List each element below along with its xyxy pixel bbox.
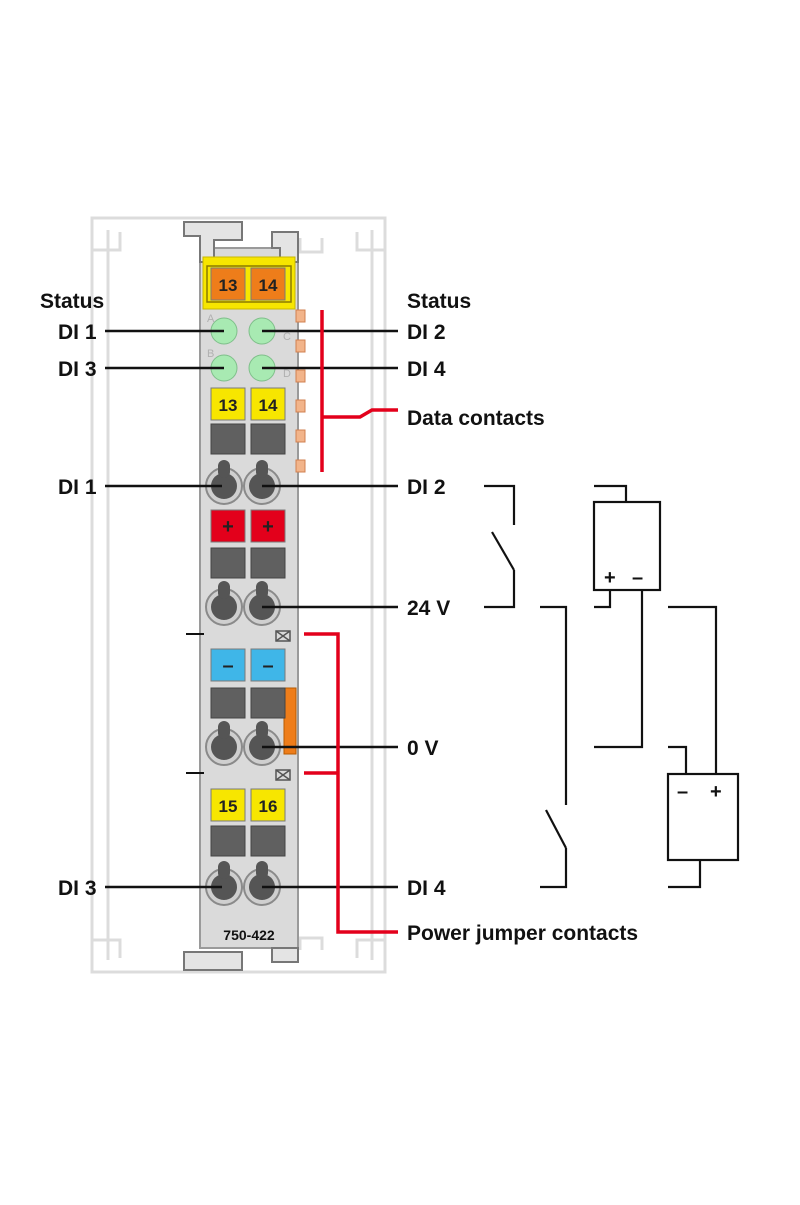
- top-marker-tile: 13: [210, 267, 246, 301]
- top-marker-tile: 14: [250, 267, 286, 301]
- switch-contact-upper: [491, 531, 515, 571]
- marker-tile-plus-label: +: [222, 516, 234, 538]
- led-di1-label: DI 1: [58, 321, 97, 344]
- power-jumper-bracket: [304, 632, 398, 934]
- marker-tile-minus: –: [250, 648, 286, 682]
- led-letter: A: [207, 313, 215, 325]
- marker-tile-row1: 14: [250, 387, 286, 421]
- callout-labels: Status Status DI 1 DI 2 DI 3 DI 4 Data c…: [40, 290, 638, 945]
- pushbutton[interactable]: [210, 825, 246, 857]
- jumper-marker-bottom: [275, 769, 291, 781]
- pushbutton[interactable]: [210, 547, 246, 579]
- jumper-marker-top: [275, 630, 291, 642]
- bottom-latch-right: [271, 947, 299, 963]
- clamp-24v-label: 24 V: [407, 597, 450, 620]
- pushbutton[interactable]: [250, 423, 286, 455]
- pushbutton[interactable]: [210, 423, 246, 455]
- marker-tile-plus: +: [250, 509, 286, 543]
- marker-tile-row1-label: 13: [219, 396, 238, 415]
- wire-upper-supply-top: [594, 484, 628, 502]
- status-right-label: Status: [407, 290, 471, 313]
- marker-tile-minus-label: –: [222, 655, 233, 677]
- marker-tile-row4: 16: [250, 788, 286, 822]
- wiring-schematic: [484, 484, 740, 889]
- led-letter: D: [283, 368, 291, 380]
- spring-clamp[interactable]: [205, 861, 243, 906]
- bottom-latch: [183, 951, 243, 971]
- upper-power-supply: [592, 500, 662, 592]
- supply-polarity-marks: + – – +: [604, 567, 722, 803]
- leader-lines: [105, 329, 398, 889]
- wire-lower-supply-bottom: [668, 860, 702, 889]
- wire-switch-24v: [484, 570, 516, 609]
- din-rail: [90, 216, 387, 974]
- data-contact: [295, 459, 306, 473]
- data-contacts-bracket: [320, 310, 398, 472]
- data-contact: [295, 309, 306, 323]
- top-marker-frame: [206, 265, 292, 303]
- upper-supply-plus: +: [604, 567, 616, 589]
- marker-tile-plus-label: +: [262, 516, 274, 538]
- led-letter: B: [207, 348, 214, 360]
- power-jumper-contact: [283, 687, 297, 755]
- marker-tile-row4-label: 15: [219, 797, 238, 816]
- pushbutton[interactable]: [250, 687, 286, 719]
- led-di4-label: DI 4: [407, 358, 446, 381]
- data-contacts-label: Data contacts: [407, 407, 545, 430]
- clamp-di3-label: DI 3: [58, 877, 97, 900]
- top-marker-tile-label: 13: [219, 276, 238, 295]
- wire-upper-supply-minus: [594, 590, 644, 749]
- marker-tile-row4: 15: [210, 788, 246, 822]
- data-contact-strip: [295, 309, 306, 473]
- terminal-pushbuttons: [210, 423, 286, 857]
- marker-tile-minus-label: –: [262, 655, 273, 677]
- clamp-di2-label: DI 2: [407, 476, 446, 499]
- data-contact: [295, 369, 306, 383]
- led-di3-label: DI 3: [58, 358, 97, 381]
- status-left-label: Status: [40, 290, 104, 313]
- data-contact: [295, 399, 306, 413]
- pushbutton[interactable]: [250, 547, 286, 579]
- lower-supply-plus: +: [710, 781, 722, 803]
- lower-supply-minus: –: [677, 781, 688, 803]
- marker-tile-row1-label: 14: [259, 396, 278, 415]
- wire-di2-switch: [484, 484, 516, 525]
- clamp-0v-label: 0 V: [407, 737, 439, 760]
- lower-power-supply: [666, 772, 740, 862]
- marker-tile-row1: 13: [210, 387, 246, 421]
- spring-clamp[interactable]: [205, 721, 243, 766]
- marker-tile-row4-label: 16: [259, 797, 278, 816]
- wire-switch-di4: [540, 848, 568, 889]
- clamp-di1-label: DI 1: [58, 476, 97, 499]
- marker-tile-plus: +: [210, 509, 246, 543]
- data-contact: [295, 429, 306, 443]
- spring-clamp[interactable]: [205, 581, 243, 626]
- clamp-di4-label: DI 4: [407, 877, 446, 900]
- wire-upper-supply-plus: [594, 590, 612, 609]
- wire-24v-bus: [540, 605, 568, 805]
- spring-clamp[interactable]: [205, 460, 243, 505]
- led-di2-label: DI 2: [407, 321, 446, 344]
- data-contact: [295, 339, 306, 353]
- led-letter: C: [283, 331, 291, 343]
- pushbutton[interactable]: [250, 825, 286, 857]
- power-jumper-contacts-label: Power jumper contacts: [407, 922, 638, 945]
- pushbutton[interactable]: [210, 687, 246, 719]
- upper-supply-minus: –: [632, 567, 643, 589]
- marker-tile-minus: –: [210, 648, 246, 682]
- wire-lower-supply-plus: [668, 605, 718, 774]
- module-model-number: 750-422: [223, 927, 275, 943]
- terminal-markers: 13 14 13 14 + + – – 15 16: [210, 267, 286, 822]
- switch-contact-lower: [545, 809, 567, 849]
- wire-lower-supply-minus-top: [668, 745, 688, 774]
- top-marker-tile-label: 14: [259, 276, 278, 295]
